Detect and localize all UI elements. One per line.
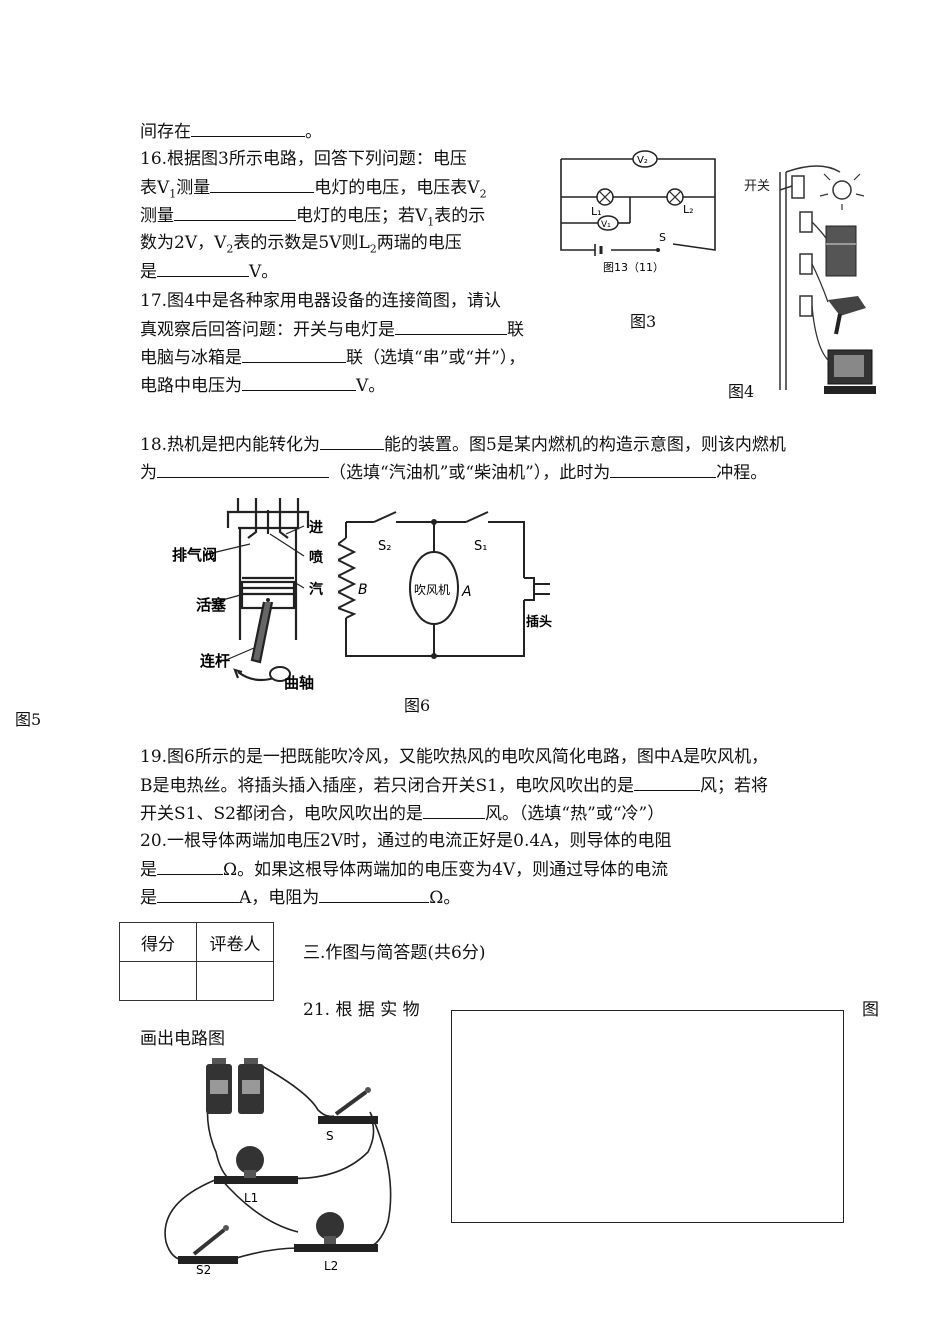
refrigerator-icon	[825, 225, 857, 277]
fig4-switch-label: 开关	[744, 179, 770, 194]
figure-3-circuit: V₂ L₁ L₂ V₁ S 图13（11）	[560, 150, 716, 274]
grader-cell[interactable]	[196, 961, 274, 1001]
q19-line3: 开关S1、S2都闭合，电吹风吹出的是风。（选填“热”或“冷”）	[140, 802, 665, 824]
fig3-s-label: S	[659, 231, 666, 244]
score-header: 得分	[119, 922, 197, 962]
fig6-caption: 图6	[404, 696, 431, 715]
answer-blank[interactable]	[242, 374, 356, 391]
fig3-l1-label: L₁	[591, 205, 602, 218]
photo-s2-label: S2	[196, 1263, 211, 1276]
hairdryer-icon	[828, 296, 866, 335]
q17-line3: 电脑与冰箱是联（选填“串”或“并”），	[140, 346, 526, 368]
q18-line1: 18.热机是把内能转化为能的装置。图5是某内燃机的构造示意图，则该内燃机	[140, 433, 786, 455]
q16-line2: 表V1测量电灯的电压，电压表V2	[140, 176, 487, 201]
q16-line1: 16.根据图3所示电路，回答下列问题：电压	[140, 149, 467, 169]
q15-tail: 间存在。	[140, 120, 322, 142]
fig5-label-r3: 汽	[309, 581, 323, 598]
q20-line1: 20.一根导体两端加电压2V时，通过的电流正好是0.4A，则导体的电阻	[140, 831, 672, 851]
section-3-title: 三.作图与简答题(共6分)	[303, 943, 486, 963]
q16-line3: 测量电灯的电压；若V1表的示	[140, 204, 486, 229]
figure-4-household-circuit: 开关	[744, 165, 876, 394]
fig3-caption: 图3	[630, 312, 657, 331]
answer-blank[interactable]	[395, 318, 507, 335]
photo-l2-label: L2	[324, 1259, 338, 1273]
fig6-s2-label: S₂	[378, 539, 391, 554]
fig5-label-r2: 喷	[309, 549, 323, 566]
fig3-l2-label: L₂	[683, 203, 694, 216]
q17-line2: 真观察后回答问题：开关与电灯是联	[140, 318, 524, 340]
answer-blank[interactable]	[320, 433, 385, 450]
figure-6-hairdryer-circuit: 吹风机 A B S₂ S₁ 插头	[338, 511, 552, 659]
answer-blank[interactable]	[157, 886, 239, 903]
answer-blank[interactable]	[210, 176, 315, 193]
fig4-caption: 图4	[728, 382, 755, 401]
fig6-s1-label: S₁	[474, 539, 487, 554]
q21-line1a: 21. 根 据 实 物	[303, 1000, 420, 1020]
answer-blank[interactable]	[174, 204, 296, 221]
answer-blank[interactable]	[610, 461, 717, 478]
q19-line1: 19.图6所示的是一把既能吹冷风，又能吹热风的电吹风简化电路，图中A是吹风机，	[140, 747, 769, 767]
switch-s-icon	[318, 1087, 378, 1124]
q16-line4: 数为2V，V2表的示数是5V则L2两瑞的电压	[140, 233, 462, 256]
fig3-v1-label: V₁	[601, 220, 611, 230]
switch-icon	[791, 175, 805, 199]
photo-s-label: S	[326, 1129, 334, 1143]
grader-header: 评卷人	[196, 922, 274, 962]
answer-blank[interactable]	[157, 461, 329, 478]
drawing-answer-box[interactable]	[451, 1010, 844, 1223]
fig5-rod-label: 连杆	[200, 652, 230, 670]
bulb-l1-icon	[214, 1146, 298, 1184]
fig6-a-label: A	[461, 584, 472, 600]
fig6-fan-label: 吹风机	[414, 583, 450, 597]
fig5-label-r1: 进	[309, 520, 323, 536]
answer-blank[interactable]	[319, 886, 430, 903]
fig5-crank-label: 曲轴	[284, 674, 314, 692]
switch-s2-icon	[178, 1225, 238, 1264]
answer-blank[interactable]	[191, 120, 305, 137]
fig5-piston-label: 活塞	[196, 596, 227, 614]
fig5-caption: 图5	[15, 710, 42, 729]
fig3-v2-label: V₂	[637, 155, 648, 166]
q18-line2: 为（选填“汽油机”或“柴油机”），此时为冲程。	[140, 461, 768, 483]
q17-line1: 17.图4中是各种家用电器设备的连接简图，请认	[140, 291, 501, 311]
answer-blank[interactable]	[157, 260, 249, 277]
fig6-plug-label: 插头	[526, 614, 552, 630]
q21-line1b: 图	[862, 1000, 879, 1020]
fig5-exhaust-label: 排气阀	[172, 546, 217, 564]
answer-blank[interactable]	[242, 346, 346, 363]
fig3-inner-label: 图13（11）	[603, 261, 664, 274]
score-table: 得分 评卷人	[119, 922, 274, 1001]
q19-line2: B是电热丝。将插头插入插座，若只闭合开关S1，电吹风吹出的是风；若将	[140, 774, 768, 796]
photo-l1-label: L1	[244, 1191, 258, 1205]
q21-line2: 画出电路图	[140, 1029, 225, 1049]
circuit-photo: S L1 S2 L2	[164, 1058, 392, 1276]
answer-blank[interactable]	[422, 802, 485, 819]
figure-5-engine: 排气阀 活塞 连杆 曲轴 进 喷 汽	[172, 498, 323, 692]
fig6-b-label: B	[358, 582, 368, 598]
answer-blank[interactable]	[633, 774, 700, 791]
lightbulb-icon	[819, 173, 865, 210]
computer-icon	[824, 349, 876, 394]
bulb-l2-icon	[294, 1212, 378, 1252]
battery-icon	[206, 1058, 264, 1114]
score-cell[interactable]	[119, 961, 197, 1001]
answer-blank[interactable]	[157, 858, 223, 875]
